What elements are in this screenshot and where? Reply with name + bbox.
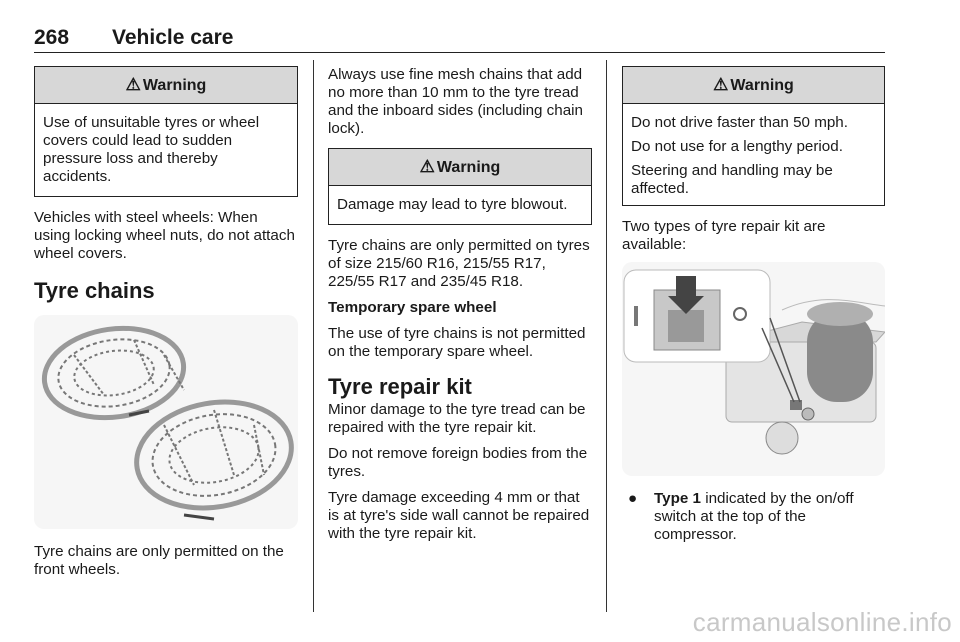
paragraph: Always use fine mesh chains that add no … [328, 66, 583, 137]
subheading-temporary-spare-wheel: Temporary spare wheel [328, 299, 497, 316]
repair-kit-illustration [622, 262, 885, 476]
page-number: 268 [34, 26, 70, 49]
heading-tyre-chains: Tyre chains [34, 278, 155, 303]
paragraph: Minor damage to the tyre tread can be re… [328, 401, 586, 436]
warning-header: ⚠Warning [623, 67, 884, 104]
paragraph: Tyre chains are only permitted on tyres … [328, 237, 590, 290]
list-item: ● Type 1 indicated by the on/off switch … [622, 490, 885, 544]
warning-icon: ⚠ [713, 75, 729, 94]
paragraph: Vehicles with steel wheels: When using l… [34, 209, 295, 262]
warning-header: ⚠Warning [35, 67, 297, 104]
page-header: 268 Vehicle care [34, 26, 885, 53]
column-divider [606, 60, 607, 612]
warning-title: Warning [142, 77, 207, 94]
caption: Tyre chains are only permitted on the fr… [34, 543, 284, 578]
column-2: Always use fine mesh chains that add no … [328, 66, 592, 551]
paragraph: The use of tyre chains is not permitted … [328, 325, 586, 360]
warning-header: ⚠Warning [329, 149, 591, 186]
tyre-chains-illustration [34, 315, 298, 529]
bullet-icon: ● [628, 490, 638, 507]
column-1: ⚠Warning Use of unsuitable tyres or whee… [34, 66, 298, 587]
watermark: carmanualsonline.info [692, 607, 952, 637]
warning-line: Do not use for a lengthy period. [631, 138, 843, 155]
paragraph: Do not remove foreign bodies from the ty… [328, 445, 588, 480]
warning-line: Steering and handling may be affected. [631, 162, 833, 197]
warning-title: Warning [730, 77, 794, 94]
warning-icon: ⚠ [125, 75, 141, 94]
heading-tyre-repair-kit: Tyre repair kit [328, 374, 472, 399]
warning-box: ⚠Warning Use of unsuitable tyres or whee… [34, 66, 298, 197]
warning-line: Do not drive faster than 50 mph. [631, 114, 848, 131]
bullet-label: Type 1 [654, 490, 701, 507]
paragraph: Tyre damage exceeding 4 mm or that is at… [328, 489, 590, 542]
warning-text: Damage may lead to tyre blowout. [337, 196, 568, 213]
paragraph: Two types of tyre repair kit are availab… [622, 218, 826, 253]
warning-text: Use of unsuitable tyres or wheel covers … [43, 114, 260, 185]
bullet-text: indicated by the on/off switch at the to… [654, 490, 854, 543]
warning-title: Warning [436, 159, 501, 176]
section-title: Vehicle care [112, 26, 234, 49]
column-divider [313, 60, 314, 612]
warning-box: ⚠Warning Do not drive faster than 50 mph… [622, 66, 885, 206]
warning-icon: ⚠ [419, 157, 435, 176]
warning-box: ⚠Warning Damage may lead to tyre blowout… [328, 148, 592, 225]
column-3: ⚠Warning Do not drive faster than 50 mph… [622, 66, 885, 544]
